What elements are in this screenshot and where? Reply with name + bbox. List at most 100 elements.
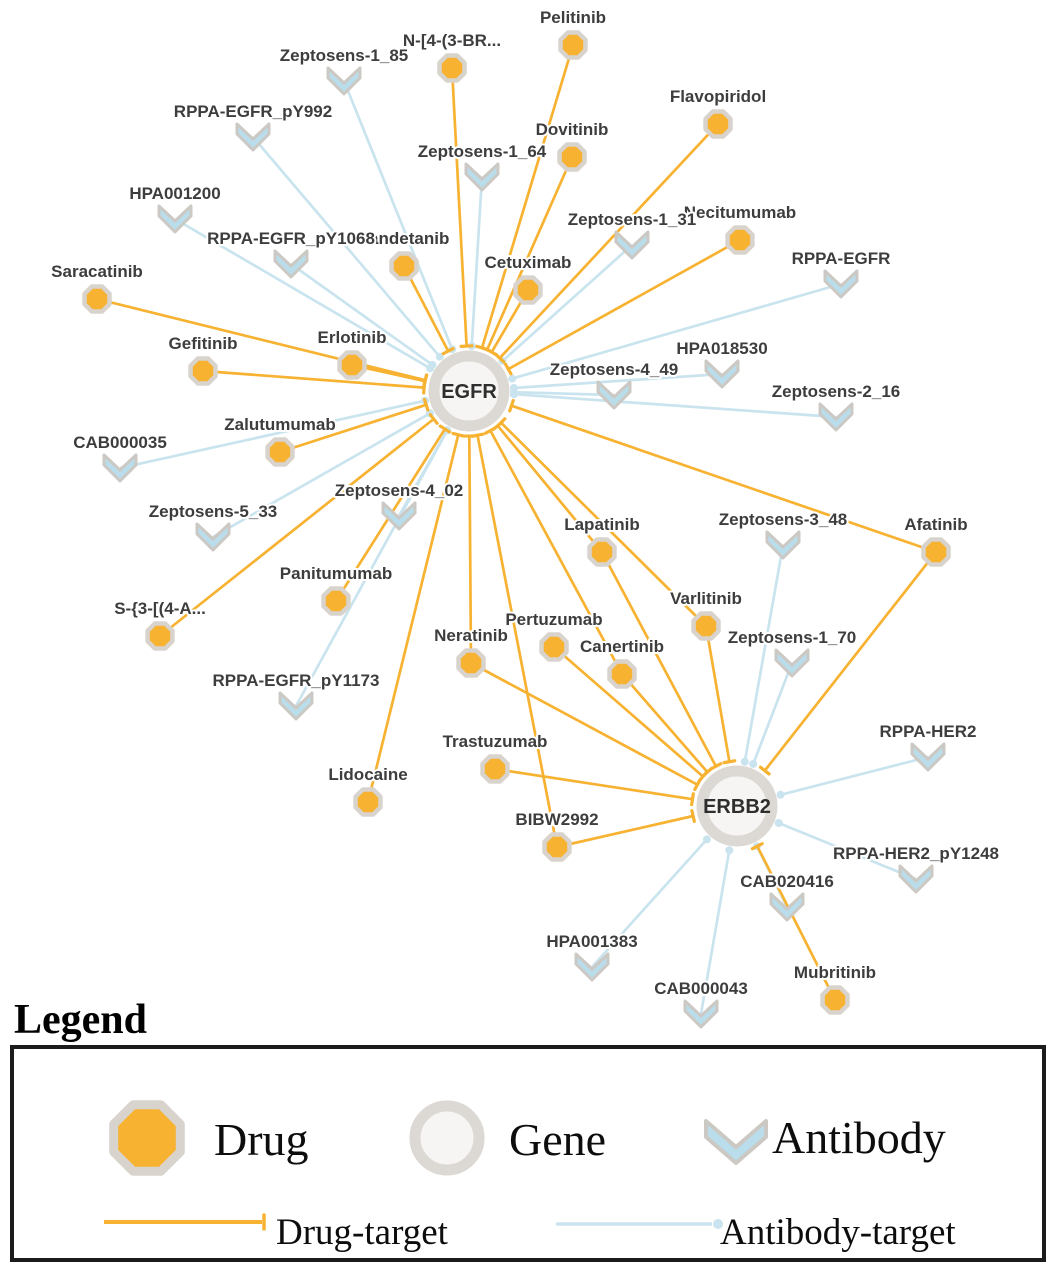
drug-node-S-{3-[(4-A... — [145, 621, 175, 651]
drug-target-edge-Varlitinib-to-ERBB2 — [704, 625, 729, 762]
drug-target-edge-BIBW2992-to-EGFR — [478, 435, 559, 848]
legend-antibody-target-edge-icon — [556, 1219, 723, 1229]
legend-antibody-icon — [704, 1119, 768, 1165]
gene-node-ERBB2 — [696, 765, 778, 847]
antibody-target-edge-RPPA-EGFR_pY1068-to-EGFR — [290, 262, 437, 369]
drug-target-edge-Afatinib-to-EGFR — [512, 406, 937, 554]
drug-target-edge-Dovitinib-to-EGFR — [487, 156, 574, 350]
drug-target-edge-Neratinib-to-EGFR — [469, 436, 471, 664]
drug-node-label-Trastuzumab: Trastuzumab — [443, 732, 548, 751]
antibody-node-label-Zeptosens-4_02: Zeptosens-4_02 — [335, 481, 464, 500]
antibody-node-label-RPPA-HER2: RPPA-HER2 — [880, 722, 977, 741]
drug-node-Zalutumumab — [265, 437, 295, 467]
antibody-target-edge-RPPA-HER2-to-ERBB2 — [776, 755, 929, 799]
drug-node-label-Pertuzumab: Pertuzumab — [505, 610, 602, 629]
drug-node-label-Neratinib: Neratinib — [434, 626, 508, 645]
drug-node-Saracatinib — [82, 284, 112, 314]
drug-node-label-Pelitinib: Pelitinib — [540, 8, 606, 27]
antibody-node-label-RPPA-EGFR: RPPA-EGFR — [792, 249, 891, 268]
antibody-node-label-HPA001200: HPA001200 — [129, 184, 220, 203]
drug-target-edge-Flavopiridol-to-EGFR — [500, 123, 719, 358]
antibody-node-RPPA-EGFR — [823, 269, 859, 299]
drug-target-edge-Pertuzumab-to-ERBB2 — [553, 645, 703, 777]
drug-node-Panitumumab — [321, 586, 351, 616]
drug-node-Necitumumab — [725, 225, 755, 255]
legend-drug-octagon — [109, 1100, 185, 1176]
antibody-node-label-RPPA-EGFR_pY1173: RPPA-EGFR_pY1173 — [213, 671, 380, 690]
drug-target-edge-Trastuzumab-to-ERBB2 — [494, 767, 693, 799]
antibody-node-label-Zeptosens-4_49: Zeptosens-4_49 — [550, 360, 679, 379]
antibody-node-CAB000043 — [683, 999, 719, 1029]
antibody-target-edge-Zeptosens-1_85-to-EGFR — [342, 80, 457, 354]
antibody-node-label-Zeptosens-3_48: Zeptosens-3_48 — [719, 510, 848, 529]
antibody-node-Zeptosens-1_85 — [326, 66, 362, 96]
legend-gene-label: Gene — [509, 1114, 607, 1165]
drug-node-label-Mubritinib: Mubritinib — [794, 963, 876, 982]
antibody-node-HPA001200 — [157, 204, 193, 234]
drug-node-label-BIBW2992: BIBW2992 — [515, 810, 598, 829]
drug-edges-layer — [96, 44, 938, 1001]
drug-node-Mubritinib — [820, 985, 850, 1015]
antibody-target-edge-CAB000035-to-EGFR — [119, 396, 430, 470]
antibody-target-edge-CAB000043-to-ERBB2 — [699, 846, 734, 1015]
drug-node-label-Saracatinib: Saracatinib — [51, 262, 143, 281]
drug-node-Varlitinib — [691, 611, 721, 641]
nodes-layer — [82, 30, 951, 1029]
drug-target-edge-Vandetanib-to-EGFR — [402, 265, 448, 351]
antibody-target-edge-HPA001383-to-ERBB2 — [590, 835, 711, 968]
antibody-node-label-Zeptosens-1_85: Zeptosens-1_85 — [280, 46, 409, 65]
legend-antibody-label: Antibody — [772, 1112, 946, 1163]
drug-node-Afatinib — [921, 537, 951, 567]
antibody-target-edge-RPPA-EGFR-to-EGFR — [508, 282, 842, 383]
legend-drug-icon — [109, 1100, 185, 1176]
drug-node-Neratinib — [456, 648, 486, 678]
antibody-node-Zeptosens-5_33 — [195, 522, 231, 552]
drug-node-Lidocaine — [353, 787, 383, 817]
legend-antibody-target-dot — [713, 1219, 723, 1229]
drug-node-label-Cetuximab: Cetuximab — [485, 253, 572, 272]
antibody-node-HPA018530 — [704, 359, 740, 389]
drug-node-label-Lidocaine: Lidocaine — [328, 765, 407, 784]
drug-node-BIBW2992 — [542, 832, 572, 862]
antibody-target-edge-Zeptosens-3_48-to-ERBB2 — [740, 544, 785, 766]
antibody-node-Zeptosens-4_49 — [596, 380, 632, 410]
drug-node-Pelitinib — [558, 30, 588, 60]
drug-node-label-Necitumumab: Necitumumab — [684, 203, 796, 222]
antibody-target-edge-Zeptosens-5_33-to-EGFR — [212, 409, 434, 539]
drug-node-Gefitinib — [188, 356, 218, 386]
antibody-node-label-CAB000043: CAB000043 — [654, 979, 748, 998]
drug-target-edge-Varlitinib-to-EGFR — [501, 423, 707, 627]
antibody-node-label-Zeptosens-1_64: Zeptosens-1_64 — [418, 142, 547, 161]
antibody-node-RPPA-EGFR_pY992 — [235, 122, 271, 152]
gene-node-EGFR — [428, 350, 510, 432]
drug-target-edge-Zalutumumab-to-EGFR — [279, 405, 426, 454]
drug-target-edge-Necitumumab-to-EGFR — [508, 238, 741, 369]
gene-node-label-EGFR: EGFR — [441, 381, 497, 403]
drug-target-edge-Lapatinib-to-ERBB2 — [600, 551, 716, 766]
drug-node-Trastuzumab — [480, 754, 510, 784]
drug-target-edge-BIBW2992-to-ERBB2 — [556, 816, 693, 849]
antibody-node-RPPA-EGFR_pY1068 — [273, 249, 309, 279]
antibody-node-CAB020416 — [769, 892, 805, 922]
antibody-node-Zeptosens-1_64 — [464, 162, 500, 192]
antibody-node-label-RPPA-HER2_pY1248: RPPA-HER2_pY1248 — [833, 844, 999, 863]
drug-target-edge-Neratinib-to-ERBB2 — [470, 661, 697, 785]
antibody-node-Zeptosens-3_48 — [765, 530, 801, 560]
gene-node-label-ERBB2: ERBB2 — [703, 796, 771, 818]
drug-node-label-Flavopiridol: Flavopiridol — [670, 87, 766, 106]
drug-node-label-Erlotinib: Erlotinib — [318, 328, 387, 347]
antibody-node-RPPA-EGFR_pY1173 — [278, 691, 314, 721]
antibody-node-label-CAB000035: CAB000035 — [73, 433, 167, 452]
antibody-node-label-HPA018530: HPA018530 — [676, 339, 767, 358]
antibody-target-edge-Zeptosens-2_16-to-EGFR — [509, 390, 837, 419]
drug-node-Canertinib — [607, 659, 637, 689]
labels-layer: PelitinibN-[4-(3-BR...FlavopiridolDoviti… — [49, 6, 1001, 1000]
antibody-node-label-HPA001383: HPA001383 — [546, 932, 637, 951]
antibody-node-label-Zeptosens-2_16: Zeptosens-2_16 — [772, 382, 901, 401]
drug-target-edge-Canertinib-to-EGFR — [490, 431, 624, 675]
drug-target-edge-Mubritinib-to-ERBB2 — [757, 846, 837, 1001]
drug-node-label-S-{3-[(4-A...: S-{3-[(4-A... — [114, 599, 206, 618]
antibody-node-RPPA-HER2_pY1248 — [898, 864, 934, 894]
antibody-target-edge-HPA018530-to-EGFR — [509, 372, 723, 392]
